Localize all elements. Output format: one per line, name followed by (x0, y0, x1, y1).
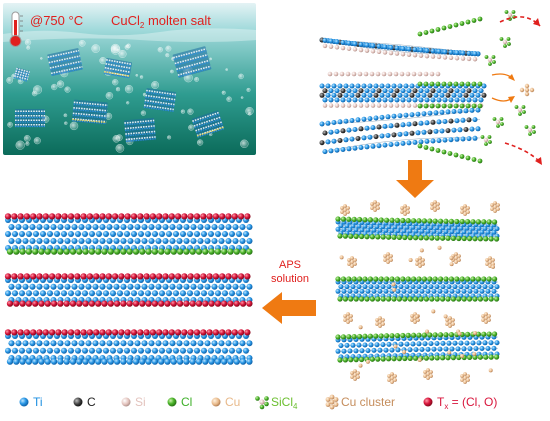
molecule-icon (255, 396, 269, 410)
sphere-icon (211, 397, 221, 407)
bath-flake (72, 99, 108, 125)
legend-label: Ti (33, 395, 43, 409)
cu-cluster (460, 204, 470, 216)
legend-label: Cu (225, 395, 240, 409)
cu-intercalated-mxene (335, 200, 500, 384)
cu-cluster (423, 368, 433, 380)
mxene-layer-middle (4, 273, 253, 307)
cu-cluster (347, 256, 357, 268)
legend-item-cu: Cu (211, 395, 240, 409)
sphere-icon (19, 397, 29, 407)
cu-cluster (350, 369, 360, 381)
process-arrow-down (396, 160, 434, 198)
cu-layer-2 (335, 276, 500, 302)
sicl4-molecule (480, 135, 492, 146)
mxene-product (4, 213, 253, 365)
bath-flake (191, 110, 225, 138)
bath-flake (172, 46, 212, 78)
sicl4-molecule (504, 10, 516, 21)
cu-cluster (410, 312, 420, 324)
etching-structure (319, 16, 487, 164)
legend-label: SiCl4 (271, 395, 298, 411)
legend-item-cucluster: Cu cluster (325, 394, 395, 410)
escape-arrows (491, 16, 542, 165)
sphere-icon (73, 397, 83, 407)
bath-flake (13, 67, 30, 82)
cu-cluster (387, 372, 397, 384)
legend-label: Si (135, 395, 146, 409)
sicl4-molecule (492, 117, 504, 128)
process-arrow-left (262, 292, 316, 324)
cu-cluster (400, 204, 410, 216)
dispersed-flakes (13, 46, 225, 143)
legend-label: Cu cluster (341, 395, 395, 409)
aps-label: APS (279, 259, 301, 271)
legend-label: C (87, 395, 96, 409)
cu-cluster (430, 200, 440, 212)
mxene-layer-bottom (4, 329, 253, 365)
legend-label: Cl (181, 395, 192, 409)
sicl4-molecule (484, 55, 496, 66)
solution-label: solution (271, 273, 309, 285)
sicl4-molecule (499, 37, 511, 48)
cu-cluster (343, 312, 353, 324)
legend-item-ti: Ti (19, 395, 43, 409)
thermometer-icon (9, 11, 23, 47)
legend-item-cl: Cl (167, 395, 192, 409)
cu-cluster (485, 256, 495, 268)
legend-item-si: Si (121, 395, 146, 409)
sicl4-molecule (524, 125, 536, 136)
sphere-icon (167, 397, 177, 407)
bath-flake (47, 48, 83, 76)
mxene-layer-top (4, 213, 253, 255)
cluster-icon (325, 394, 339, 410)
bath-flake (103, 58, 133, 79)
bath-flake (124, 117, 156, 143)
sphere-icon (423, 397, 433, 407)
cu-cluster (340, 204, 350, 216)
bath-flake (143, 88, 177, 112)
layer-top (319, 37, 481, 62)
legend-item-tx: Tx = (Cl, O) (423, 395, 497, 411)
cu-cluster (415, 256, 425, 268)
bath-flake (15, 109, 45, 128)
cu-cluster (519, 83, 535, 97)
cu-cluster (481, 312, 491, 324)
layer-bottom (319, 107, 481, 155)
cu-cluster (370, 200, 380, 212)
cu-cluster (375, 316, 385, 328)
layer-middle (319, 83, 487, 108)
molten-salt-bath (3, 3, 256, 155)
sphere-icon (121, 397, 131, 407)
cu-cluster (460, 372, 470, 384)
sicl4-molecule (514, 105, 526, 116)
cu-cluster (490, 201, 500, 213)
molten-salt-label: CuCl2 molten salt (111, 13, 211, 30)
legend: Ti C Si Cl Cu SiCl4 Cu cluster Tx = (Cl, O) (19, 394, 497, 411)
legend-item-c: C (73, 395, 96, 409)
cu-cluster (445, 316, 455, 328)
legend-item-sicl4: SiCl4 (255, 395, 298, 411)
cu-layer-3 (335, 331, 500, 363)
cu-layer-1 (335, 216, 500, 242)
temperature-label: @750 °C (30, 13, 83, 28)
legend-label: Tx = (Cl, O) (437, 395, 497, 411)
cu-cluster (383, 252, 393, 264)
